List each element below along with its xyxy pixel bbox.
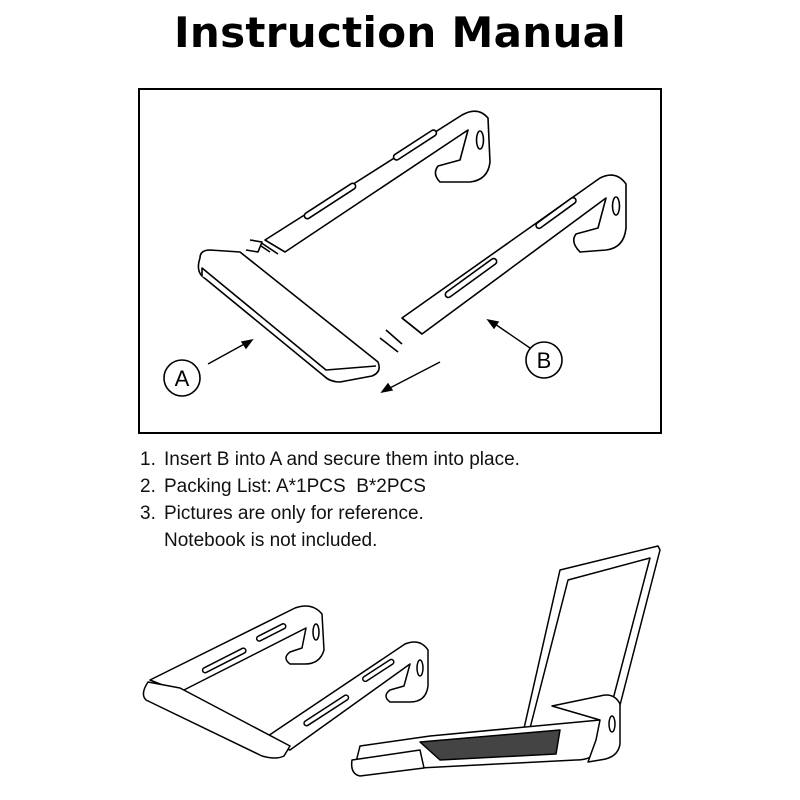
base-a bbox=[197, 249, 380, 383]
step-1: 1.Insert B into A and secure them into p… bbox=[140, 449, 520, 470]
page-title: Instruction Manual bbox=[173, 8, 627, 57]
assembled-illustrations bbox=[0, 540, 800, 800]
assembly-diagram: A B bbox=[163, 110, 627, 397]
step-2: 2.Packing List: A*1PCS B*2PCS bbox=[140, 476, 426, 497]
assembled-stand-illustration bbox=[142, 605, 429, 759]
assembly-diagram-frame: A B bbox=[138, 88, 662, 434]
label-a: A bbox=[175, 366, 190, 391]
label-a-circle bbox=[163, 359, 201, 397]
step-3: 3.Pictures are only for reference. bbox=[140, 503, 424, 524]
arm-b-lower bbox=[379, 174, 627, 353]
label-b: B bbox=[537, 348, 552, 373]
instruction-steps: 1.Insert B into A and secure them into p… bbox=[140, 446, 520, 554]
step-3-continued: Notebook is not included. bbox=[164, 530, 378, 551]
label-b-circle bbox=[525, 341, 563, 379]
direction-arrows bbox=[207, 318, 531, 394]
laptop-on-stand-illustration bbox=[350, 545, 661, 777]
arm-b-upper bbox=[245, 110, 491, 255]
